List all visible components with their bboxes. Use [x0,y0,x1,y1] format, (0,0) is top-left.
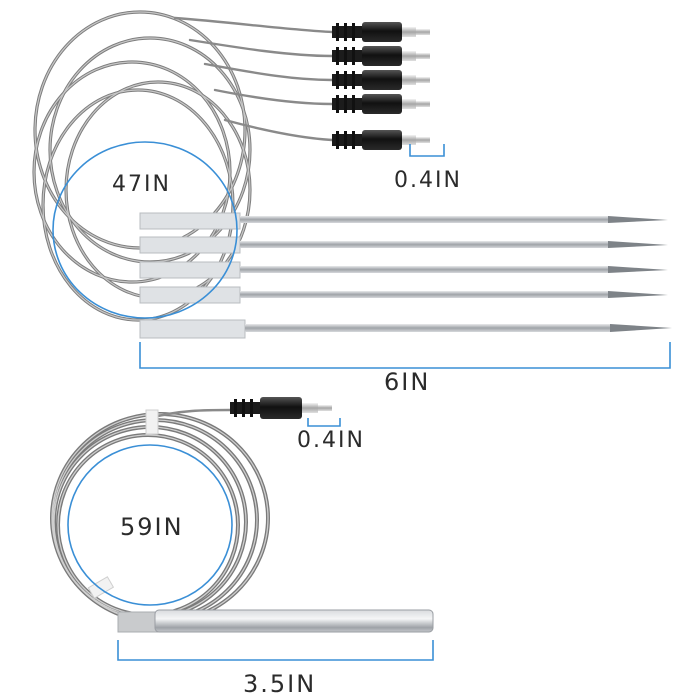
plug-dimension-bracket-top [409,144,445,157]
cable-dimension-circle-top [52,141,238,319]
plug-length-label-top: 0.4IN [394,168,462,193]
probe-length-label-top: 6IN [384,368,431,396]
bottom-plug [230,397,332,419]
plug-length-label-bottom: 0.4IN [297,428,365,453]
bottom-probe [117,609,434,633]
cable-length-label-top: 47IN [112,172,171,197]
cable-dimension-circle-bottom [67,444,233,606]
top-probes [139,212,672,339]
probe-dimension-bracket-top [139,342,671,369]
probe-dimension-bracket-bottom [117,640,434,661]
probe-length-label-bottom: 3.5IN [243,670,317,698]
plug-dimension-bracket-bottom [307,418,341,427]
cable-length-label-bottom: 59IN [120,513,184,541]
top-plugs [332,22,430,150]
